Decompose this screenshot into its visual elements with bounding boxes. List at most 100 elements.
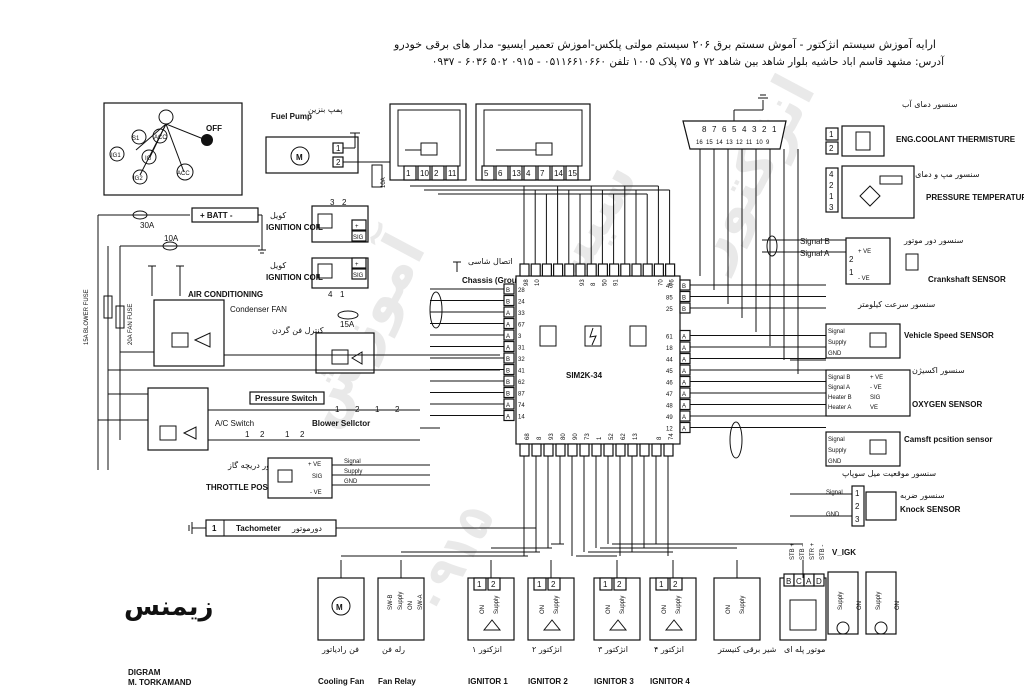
ecu-right-pin: 49 — [666, 415, 673, 421]
credit-line-2: M. TORKAMAND — [128, 678, 192, 687]
svg-text:انژکتور: انژکتور — [671, 64, 830, 280]
ecu-right-pin: 45 — [666, 369, 673, 375]
ecu-right-pin: 61 — [666, 335, 673, 341]
coil1-label: IGNITION COIL — [266, 223, 323, 232]
knock-pin-3: 3 — [855, 515, 860, 524]
ecu-left-pin: 41 — [518, 369, 525, 375]
crankshaft-sensor: سنسور دور موتور Signal B Signal A + VE -… — [800, 236, 1006, 285]
ecu-bottom-pin: 8 — [537, 436, 543, 440]
bottom-comp-label-fa: انژکتور ۳ — [598, 645, 628, 654]
obd-pin-bottom: 12 — [736, 140, 743, 146]
crank-pin-2: 2 — [849, 255, 854, 264]
tacho-label: Tachometer — [236, 524, 281, 533]
ignition-coils: + SIG 3 2 کویل IGNITION COIL + SIG 4 1 ک… — [266, 198, 369, 299]
fuel-pump-label: Fuel Pump — [271, 112, 312, 121]
o2-ve-plus: + VE — [870, 375, 883, 381]
obd-pin-bottom: 14 — [716, 140, 723, 146]
crank-label-fa: سنسور دور موتور — [903, 236, 964, 245]
ecu-right-letter: A — [682, 335, 686, 341]
stepper-pin: C — [796, 577, 802, 586]
bottom-comp-label-fa: انژکتور ۴ — [654, 645, 684, 654]
vehicle-speed-sensor: سنسور سرعت کیلومتر Signal Supply GND Veh… — [825, 300, 994, 359]
fuse-15a-label: 15A — [340, 320, 355, 329]
crank-signal-a: Signal A — [800, 249, 830, 258]
relay-right-pin: 7 — [540, 169, 545, 178]
relay-right-pin: 5 — [484, 169, 489, 178]
o2-sig: SIG — [870, 395, 881, 401]
relay-left-pin: 11 — [448, 169, 457, 178]
cam-gnd: GND — [828, 459, 842, 465]
knock-pin-2: 2 — [855, 502, 860, 511]
vss-label-fa: سنسور سرعت کیلومتر — [857, 300, 935, 309]
ecu-left-letter: B — [506, 300, 510, 306]
ign-label-s1: S1 — [132, 136, 140, 142]
tacho-pin: 1 — [212, 524, 217, 533]
fuse-f4-label: 10A — [381, 177, 387, 188]
fuel-pump: Fuel Pump پمپ بنزین M 1 2 — [265, 105, 384, 174]
injector-pin: 2 — [617, 580, 622, 589]
bottom-comp-sub: ON — [726, 605, 732, 614]
bottom-comp-label-fa: فن رادیاتور — [321, 645, 359, 654]
coil1-plus: + — [355, 224, 359, 230]
stepper-stb: STB - — [800, 545, 806, 560]
crank-pin-1: 1 — [849, 268, 854, 277]
v-igk-sub: Supply — [876, 592, 882, 610]
map-pin-4: 4 — [829, 170, 834, 179]
ac-switch-label: A/C Switch — [215, 419, 254, 428]
ecu-left-letter: B — [506, 369, 510, 375]
fuel-pump-pin-2: 2 — [336, 158, 341, 167]
o2-heater-b: Heater B — [828, 395, 852, 401]
coil1-pin-2: 2 — [342, 198, 347, 207]
ecu-left-pin: 32 — [518, 357, 525, 363]
air-conditioning: AIR CONDITIONING Condenser FAN کنترل فن … — [108, 265, 500, 374]
knock-sensor: سنسور ضربه Signal GND 1 2 3 Knock SENSOR — [826, 485, 961, 527]
coil2-label: IGNITION COIL — [266, 273, 323, 282]
obd-pin-bottom: 9 — [766, 140, 770, 146]
fan-relay-pin: SW-B — [388, 594, 394, 610]
ign-label-acc2: ACC — [177, 171, 190, 177]
stepper-pin: A — [806, 577, 812, 586]
coil2-label-fa: کویل — [270, 261, 286, 270]
ecu-left-letter: B — [506, 357, 510, 363]
ac-label: AIR CONDITIONING — [188, 290, 263, 299]
crank-signal-b: Signal B — [800, 237, 830, 246]
ecu-right-pin: 48 — [666, 404, 673, 410]
ecu-left-letter: A — [506, 415, 510, 421]
fuse-10a-label: 10A — [164, 234, 179, 243]
throttle-signal: Signal — [344, 459, 361, 465]
fan-relay-pin: Supply — [398, 592, 404, 610]
coolant-pin-1: 1 — [829, 130, 834, 139]
bottom-comp-label: Cooling Fan — [318, 677, 364, 686]
obd-pin-bottom: 15 — [706, 140, 713, 146]
stepper-stb: STB + — [790, 543, 796, 560]
fuel-pump-label-fa: پمپ بنزین — [308, 105, 343, 114]
ecu-bottom-pin: 90 — [573, 433, 579, 440]
bottom-comp-sub: Supply — [554, 596, 560, 614]
relay-left-pin: 1 — [406, 169, 411, 178]
ign-label-off: OFF — [206, 124, 222, 133]
bottom-comp-box — [713, 577, 761, 641]
throttle-position-sensor: سنسور دریچه گاز THROTTLE POSITION SENSOR… — [206, 457, 430, 499]
ecu-right-letter: A — [682, 358, 686, 364]
blower-selector-label: Blower Sellctor — [312, 419, 370, 428]
o2-signal-a: Signal A — [828, 385, 850, 391]
obd-pin-top: 1 — [772, 125, 777, 134]
map-sensor: سنسور مپ و دمای هوا PRESSURE TEMPERATURE… — [825, 165, 1024, 219]
fuse-30a-label: 30A — [140, 221, 155, 230]
ecu-right-pin: 46 — [666, 381, 673, 387]
stepper-stb: STR + — [810, 542, 816, 560]
bottom-comp-label-fa: انژکتور ۲ — [532, 645, 562, 654]
ecu-right-pin: 45 — [666, 284, 673, 290]
bottom-comp-label: IGNITOR 1 — [468, 677, 508, 686]
stepper-pin: B — [786, 577, 791, 586]
ecu-bottom-pin: 74 — [669, 433, 675, 440]
stepper-pin: D — [816, 577, 822, 586]
bottom-comp-box — [317, 577, 365, 641]
bottom-comp-sub: Supply — [494, 596, 500, 614]
relay-right-pin: 13 — [512, 169, 521, 178]
cam-label-fa: سنسور موقعیت میل سوپاپ — [842, 469, 936, 478]
coil2-sig: SIG — [353, 273, 364, 279]
